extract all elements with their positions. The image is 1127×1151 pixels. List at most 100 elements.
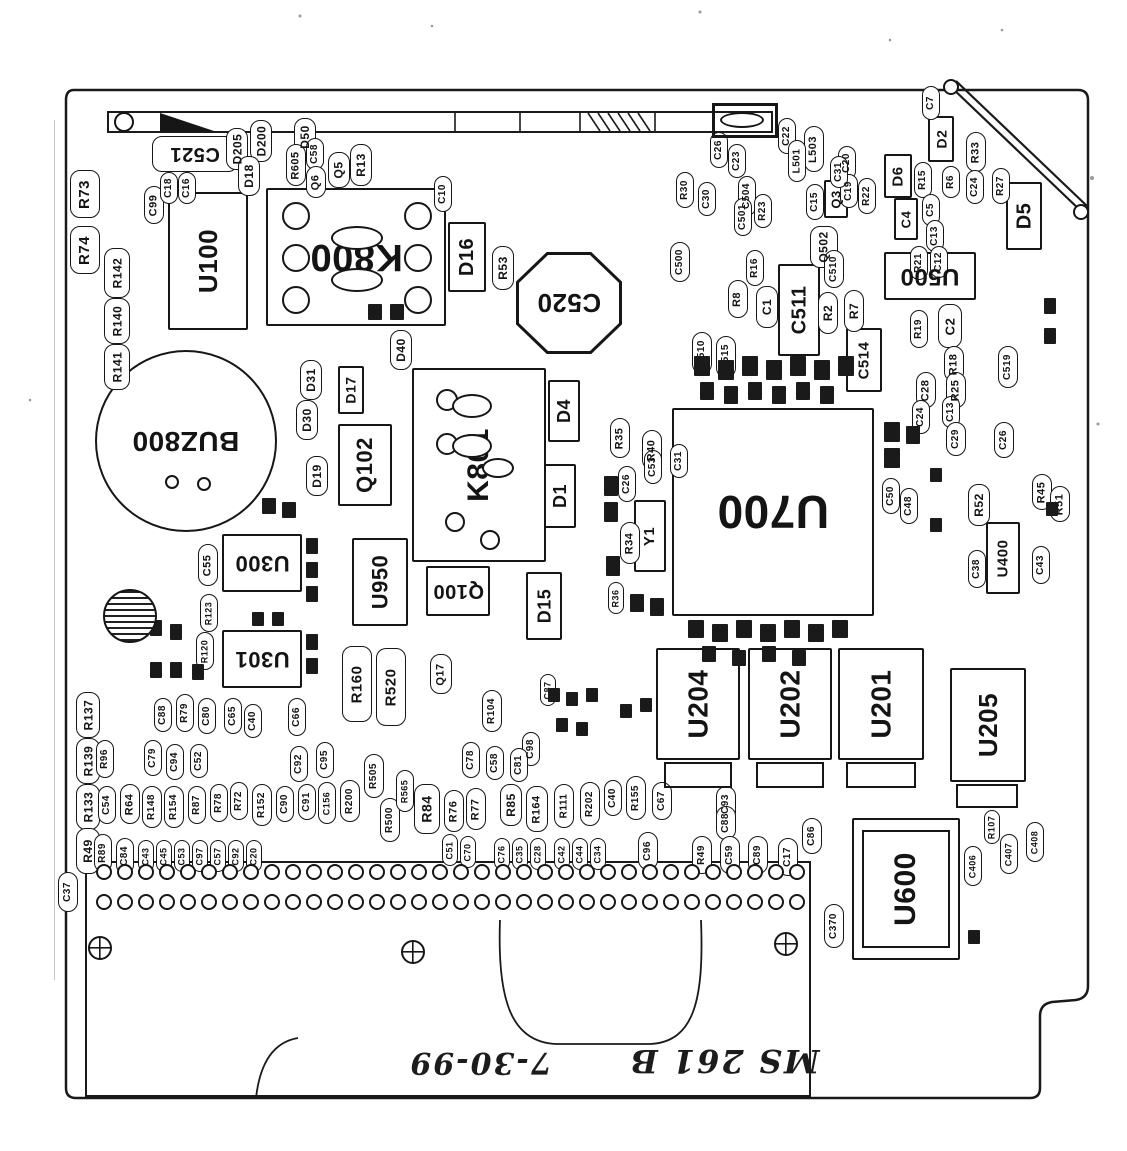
connector-hole [159,864,175,880]
component-label-c1: C1 [756,286,778,328]
smd-pad [724,386,738,404]
component-label-c79: C79 [144,740,162,776]
connector-hole [180,894,196,910]
component-label-c521: C521 [152,136,238,172]
connector-hole [495,864,511,880]
part-outline-rect [664,762,732,788]
connector-hole [411,894,427,910]
contact-ring [943,79,959,95]
component-label-d6: D6 [884,154,912,198]
smd-pad [732,650,746,666]
connector-hole [390,864,406,880]
contact-ring [114,112,134,132]
connector-hole [390,894,406,910]
smd-pad [968,930,980,944]
contact-ring [282,202,310,230]
component-label-c34: C34 [590,838,606,870]
scan-speckles [28,10,1100,426]
component-label-r7: R7 [844,290,864,332]
component-label-q17: Q17 [430,654,452,694]
smd-pad [282,502,296,518]
smd-pad [748,382,762,400]
contact-ring [404,244,432,272]
component-label-q6: Q6 [306,166,326,198]
contact-ring [282,244,310,272]
component-label-c519: C519 [998,346,1018,388]
component-label-r107: R107 [984,810,1000,844]
component-label-c520: C520 [516,252,622,354]
smd-pad [884,448,900,468]
component-label-c407: C407 [1000,834,1018,874]
connector-hole [222,894,238,910]
connector-hole [537,894,553,910]
connector-hole [558,894,574,910]
component-label-r137: R137 [76,692,100,738]
connector-hole [327,894,343,910]
smd-pad [884,422,900,442]
connector-hole [453,894,469,910]
smd-pad [814,360,830,380]
component-label-u205: U205 [950,668,1026,782]
connector-hole [537,864,553,880]
smd-pad [306,562,318,578]
smd-pad [272,612,284,626]
connector-hole [747,864,763,880]
component-label-r52: R52 [968,484,990,526]
component-label-r142: R142 [104,248,130,298]
component-label-u100: U100 [168,192,248,330]
contact-ellipse [331,268,383,292]
component-label-c15: C15 [806,184,824,220]
component-label-r2: R2 [818,292,838,334]
connector-hole [117,894,133,910]
smd-pad [306,538,318,554]
component-label-u201: U201 [838,648,924,760]
component-label-d1: D1 [544,464,576,528]
component-label-d16: D16 [448,222,486,292]
component-label-r605: R605 [286,144,306,186]
component-label-r21: R21 [910,246,928,280]
smd-pad [736,620,752,638]
component-label-c78: C78 [462,742,480,778]
smd-pad [838,356,854,376]
smd-pad [170,624,182,640]
component-label-c54: C54 [98,786,116,824]
smd-pad [906,426,920,444]
component-label-r22: R22 [858,178,876,214]
smd-pad [640,698,652,712]
contact-ellipse [331,226,383,250]
component-label-r13: R13 [350,144,372,186]
component-label-r36: R36 [608,582,624,614]
smd-pad [192,664,204,680]
part-outline-rect [846,762,916,788]
connector-hole [705,864,721,880]
component-label-c31: C31 [670,444,688,478]
contact-ring [445,512,465,532]
connector-hole [579,864,595,880]
component-label-d19: D19 [306,456,328,496]
smd-pad [566,692,578,706]
component-label-d40: D40 [390,330,412,370]
component-label-r77: R77 [466,788,486,830]
smd-pad [606,556,620,576]
corner-strap-line [949,85,1083,213]
contact-ring [480,530,500,550]
component-label-c88: C88 [154,698,172,732]
connector-hole [495,894,511,910]
smd-pad [390,304,404,320]
component-label-c97: C97 [192,840,208,872]
smd-pad [604,476,618,496]
component-label-c57: C57 [210,840,226,872]
component-label-r27: R27 [992,168,1010,204]
smd-pad [784,620,800,638]
component-label-d205: D205 [226,128,248,170]
smd-pad [586,688,598,702]
component-label-r35: R35 [610,418,630,458]
connector-hole [306,864,322,880]
connector-hole [285,894,301,910]
smd-pad [766,360,782,380]
component-label-c22: C22 [778,118,796,154]
component-label-c26: C26 [710,132,728,168]
connector-hole [411,864,427,880]
